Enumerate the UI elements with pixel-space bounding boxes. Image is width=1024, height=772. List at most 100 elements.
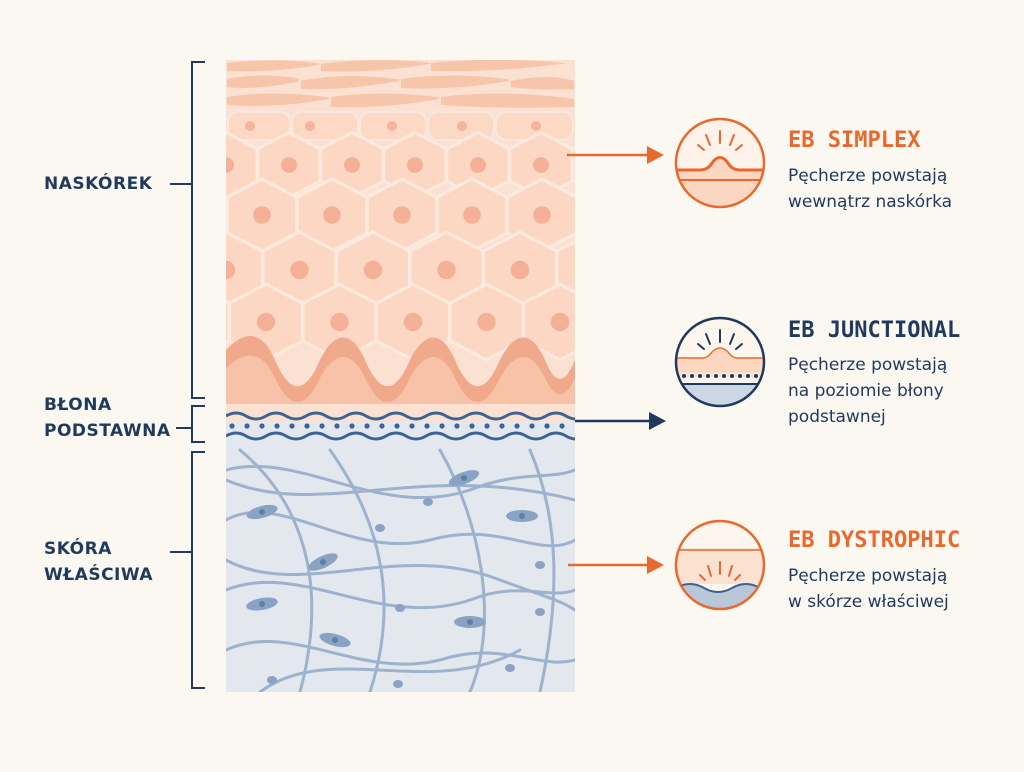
basement-dot (714, 374, 718, 378)
eb-simplex-description: Pęcherze powstają wewnątrz naskórka (788, 163, 952, 215)
basement-dot (439, 423, 445, 429)
cell-nucleus (533, 206, 551, 224)
cell-nucleus (226, 157, 234, 173)
basement-dot (349, 423, 355, 429)
cell-nucleus (550, 312, 570, 332)
epidermal-cells (116, 130, 646, 362)
upper-cell-nuclei (245, 121, 541, 131)
basement-dot (559, 423, 565, 429)
basement-dot (319, 423, 325, 429)
rete-ridge-inner (226, 355, 575, 420)
basement-dot (499, 423, 505, 429)
basement-dot (394, 423, 400, 429)
fibroblast-nuclei (259, 475, 525, 643)
basement-dot (730, 374, 734, 378)
basement-dot (424, 423, 430, 429)
basement-dot (529, 423, 535, 429)
dermis-dots (267, 498, 545, 688)
basement-membrane-dots (229, 423, 565, 429)
eb-junctional-desc-line3: podstawnej (788, 407, 886, 427)
cell-nucleus (470, 157, 486, 173)
epidermal-cell (522, 282, 575, 362)
basement-dot (722, 374, 726, 378)
eb-junctional-desc-line2: na poziomie błony (788, 381, 944, 401)
cell-nucleus (403, 312, 423, 332)
eb-simplex-title: EB SIMPLEX (788, 128, 921, 153)
eb-junctional-desc-line1: Pęcherze powstają (788, 355, 948, 375)
basement-dot (334, 423, 340, 429)
cell-nucleus (290, 260, 309, 280)
collagen-fibers (226, 448, 575, 692)
cell-nucleus (344, 157, 360, 173)
cell-nucleus (281, 157, 297, 173)
epidermal-cell (571, 145, 575, 185)
arrow-junctional (575, 412, 666, 430)
cell-nucleus (584, 261, 602, 279)
eb-junctional-title: EB JUNCTIONAL (788, 318, 961, 343)
cell-nucleus (393, 206, 411, 224)
basement-dot (364, 423, 370, 429)
basement-dot (409, 423, 415, 429)
cell-nucleus (477, 312, 496, 332)
basement-dot (706, 374, 710, 378)
eb-junctional-description: Pęcherze powstają na poziomie błony pods… (788, 352, 947, 430)
basement-wave-bottom (226, 431, 575, 441)
cell-nucleus (437, 260, 456, 280)
basement-dot (379, 423, 385, 429)
cell-nucleus (463, 206, 481, 224)
bracket-epidermis (170, 61, 205, 399)
cell-nucleus (143, 261, 161, 279)
basement-dot (544, 423, 550, 429)
basement-dot (454, 423, 460, 429)
basement-dots (682, 374, 758, 378)
cell-nucleus (363, 260, 383, 280)
label-basement-line1: BŁONA (44, 395, 112, 415)
basement-dot (682, 374, 686, 378)
stratum-corneum (226, 60, 575, 110)
label-epidermis: NASKÓREK (44, 171, 152, 197)
skin-panel (116, 60, 646, 692)
eb-simplex-desc-line1: Pęcherze powstają (788, 166, 948, 186)
label-basement-line2: PODSTAWNA (44, 421, 171, 441)
epidermal-cell (116, 232, 189, 308)
basement-dot (469, 423, 475, 429)
arrow-simplex (567, 146, 664, 164)
basement-dot (484, 423, 490, 429)
eb-dystrophic-title: EB DYSTROPHIC (788, 528, 961, 553)
label-dermis-line1: SKÓRA (44, 539, 112, 559)
basement-wave-top (226, 411, 575, 421)
dermis-layer (226, 420, 575, 692)
epidermal-cell (577, 179, 646, 251)
label-dermis-line2: WŁAŚCIWA (44, 565, 154, 585)
basement-dot (746, 374, 750, 378)
basement-dot (738, 374, 742, 378)
basement-dot (698, 374, 702, 378)
blister-basement-icon (674, 316, 766, 408)
blister-dermis-icon (674, 519, 766, 611)
eb-simplex-desc-line2: wewnątrz naskórka (788, 192, 953, 212)
bracket-dermis (170, 451, 205, 689)
cell-nucleus (533, 157, 549, 173)
arrow-dystrophic (568, 556, 664, 574)
cell-nucleus (323, 206, 341, 224)
cell-nucleus (256, 312, 276, 332)
basement-dot (754, 374, 758, 378)
eb-dystrophic-description: Pęcherze powstają w skórze właściwej (788, 563, 949, 615)
cell-nucleus (407, 157, 423, 173)
basement-dot (244, 423, 250, 429)
basement-dot (289, 423, 295, 429)
eb-dystrophic-desc-line1: Pęcherze powstają (788, 566, 948, 586)
basement-dot (274, 423, 280, 429)
cell-nucleus (603, 206, 621, 224)
basement-dot (259, 423, 265, 429)
label-epidermis-text: NASKÓREK (44, 174, 153, 194)
cell-nucleus (596, 157, 612, 173)
cell-nucleus (253, 206, 271, 224)
cell-nucleus (155, 157, 171, 173)
cell-nucleus (330, 312, 349, 332)
label-basement-membrane: BŁONA PODSTAWNA (44, 392, 171, 444)
eb-dystrophic-desc-line2: w skórze właściwej (788, 592, 949, 612)
basement-dot (229, 423, 235, 429)
